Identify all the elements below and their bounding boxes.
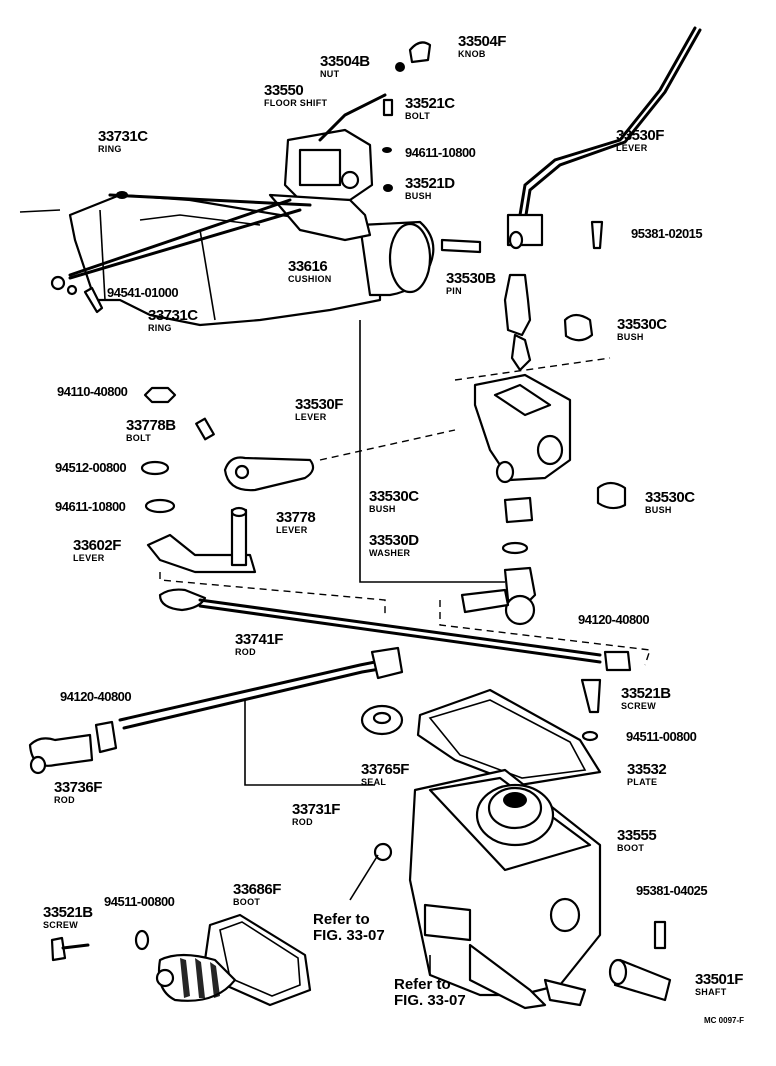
- pivot-ball-assembly: [439, 541, 651, 666]
- callout-94511-00800-bottom: 94511-00800: [104, 894, 175, 909]
- rod-33741F: [158, 588, 632, 672]
- shift-lever-lower-arm: [503, 273, 594, 372]
- boot-33686F: [155, 913, 312, 1007]
- callout-94120-40800-left: 94120-40800: [60, 689, 132, 704]
- callout-94120-40800-right: 94120-40800: [578, 612, 650, 627]
- drawing-code: MC 0097-F: [704, 1016, 745, 1025]
- rod-33731F: [28, 646, 404, 786]
- lever-33602F: [146, 506, 257, 574]
- floor-shift-assembly: [50, 93, 387, 314]
- reference-note-a: Refer to FIG. 33-07: [313, 911, 385, 944]
- callout-95381-02015: 95381-02015: [631, 226, 703, 241]
- callout-95381-04025: 95381-04025: [636, 883, 708, 898]
- shift-tower-33555: [373, 768, 602, 1010]
- reference-note-b: Refer to FIG. 33-07: [394, 976, 466, 1009]
- seal-33765F: [360, 704, 404, 736]
- plate-33532: [416, 678, 602, 787]
- transmission-housing: [19, 193, 435, 327]
- callout-94512-00800: 94512-00800: [55, 460, 127, 475]
- leader-brackets: [159, 320, 505, 615]
- callout-94611-10800-top: 94611-10800: [405, 145, 476, 160]
- lever-33778: [223, 429, 456, 492]
- bottom-fasteners: [50, 920, 672, 1002]
- left-fasteners: [140, 386, 215, 514]
- bushes: [503, 481, 627, 524]
- callout-94611-10800-left: 94611-10800: [55, 499, 126, 514]
- lever-housing: [454, 357, 611, 484]
- knob-and-fasteners: [382, 41, 432, 192]
- callout-94110-40800: 94110-40800: [57, 384, 128, 399]
- callout-94511-00800-right: 94511-00800: [626, 729, 697, 744]
- callout-94541-01000: 94541-01000: [107, 285, 179, 300]
- reference-leaders: [349, 854, 431, 975]
- shift-lever-upper: [440, 26, 702, 254]
